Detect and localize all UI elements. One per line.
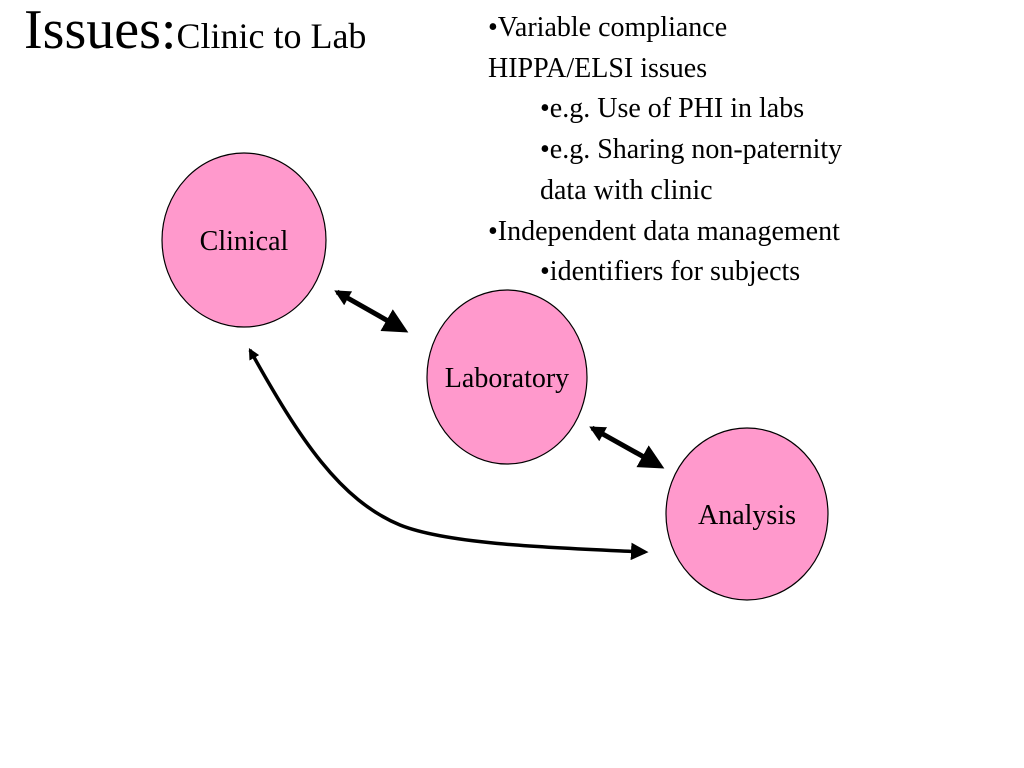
bullet-line: HIPPA/ELSI issues xyxy=(488,52,708,84)
bullet-item: •Independent data management xyxy=(488,212,928,253)
bullet-item: •Variable compliance HIPPA/ELSI issues xyxy=(488,8,928,89)
node-clinical-shape xyxy=(161,152,327,328)
bullet-line: •Variable compliance xyxy=(488,12,728,43)
bullet-line: •Independent data management xyxy=(488,215,840,247)
bullet-list: •Variable compliance HIPPA/ELSI issues •… xyxy=(488,8,928,293)
arrow-clinical-analysis xyxy=(248,348,649,561)
sub-bullet-item: •e.g. Use of PHI in labs xyxy=(488,89,928,130)
node-analysis: Analysis xyxy=(665,427,829,601)
slide-title: Issues:Clinic to Lab xyxy=(24,2,366,58)
title-main: Issues: xyxy=(24,0,177,61)
arrow-laboratory-analysis xyxy=(589,425,665,469)
node-analysis-label: Analysis xyxy=(698,500,796,531)
bullet-line: •identifiers for subjects xyxy=(540,256,801,288)
sub-bullet-item: •identifiers for subjects xyxy=(488,252,928,293)
title-sub: Clinic to Lab xyxy=(176,16,367,56)
bullet-line: data with clinic xyxy=(540,174,713,206)
arrow-clinical-laboratory xyxy=(334,289,409,333)
bullet-line: •e.g. Sharing non-paternity xyxy=(540,134,843,166)
node-clinical: Clinical xyxy=(161,152,327,328)
node-clinical-label: Clinical xyxy=(200,226,289,257)
node-analysis-shape xyxy=(665,427,829,601)
node-laboratory-label: Laboratory xyxy=(445,363,569,394)
sub-bullet-item: •e.g. Sharing non-paternity data with cl… xyxy=(488,130,928,211)
node-laboratory: Laboratory xyxy=(426,289,588,465)
bullet-line: •e.g. Use of PHI in labs xyxy=(540,93,805,125)
